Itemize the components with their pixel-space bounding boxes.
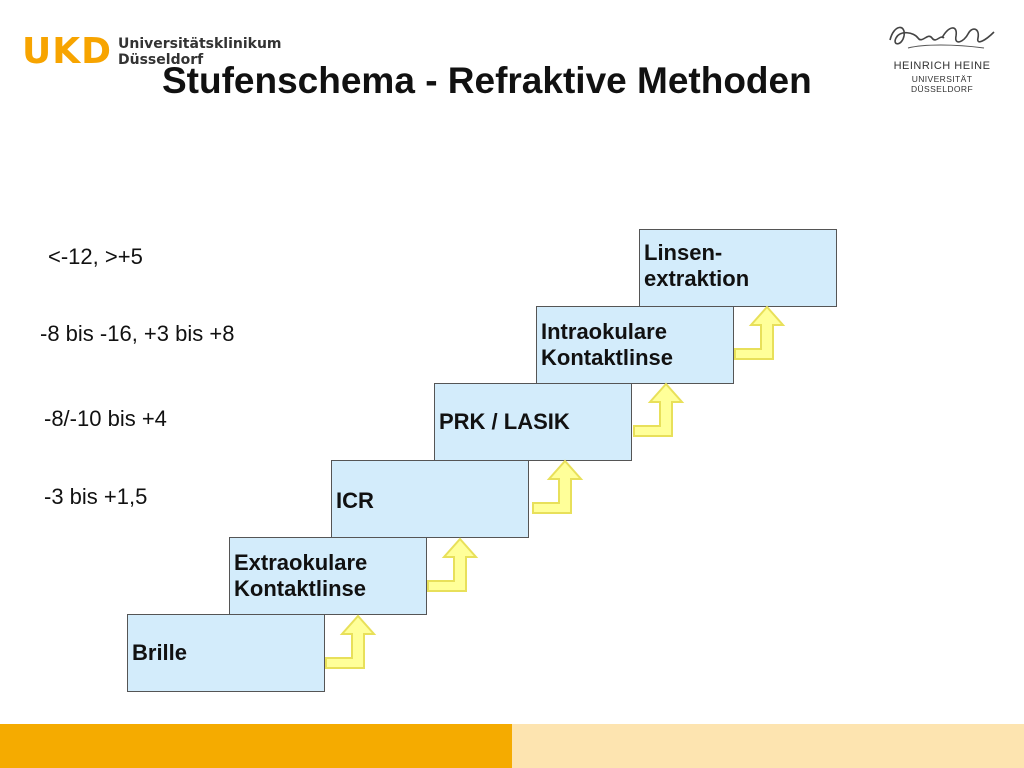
footer-bar-right [512, 724, 1024, 768]
ukd-logo-text: Universitätsklinikum Düsseldorf [118, 36, 282, 68]
step-up-arrow-icon [734, 305, 786, 360]
step-up-arrow-icon [532, 459, 584, 514]
step-label: Intraokulare Kontaktlinse [541, 319, 674, 370]
step-label: ICR [336, 488, 374, 513]
step-label: Linsen- extraktion [644, 240, 750, 291]
hhu-logo-line2: UNIVERSITÄT DÜSSELDORF [910, 74, 974, 94]
step-brille: Brille [127, 614, 325, 692]
step-label: Brille [132, 640, 188, 665]
step-label: PRK / LASIK [439, 409, 570, 434]
step-intraokulare-kontaktlinse: Intraokulare Kontaktlinse [536, 306, 734, 384]
ukd-logo-line1: Universitätsklinikum [118, 36, 282, 52]
step-up-arrow-icon [325, 614, 377, 669]
step-up-arrow-icon [427, 537, 479, 592]
range-label: -8/-10 bis +4 [44, 406, 167, 431]
step-icr: ICR [331, 460, 529, 538]
hhu-logo-line1: HEINRICH HEINE [893, 60, 991, 72]
footer-bar-left [0, 724, 512, 768]
range-label: -8 bis -16, +3 bis +8 [40, 321, 235, 346]
ukd-logo-line2: Düsseldorf [118, 52, 204, 68]
step-label: Extraokulare Kontaktlinse [234, 550, 368, 601]
step-extraokulare-kontaktlinse: Extraokulare Kontaktlinse [229, 537, 427, 615]
hhu-logo: HEINRICH HEINE UNIVERSITÄT DÜSSELDORF [884, 18, 1000, 94]
signature-icon [889, 26, 995, 49]
step-prk-lasik: PRK / LASIK [434, 383, 632, 461]
page-title: Stufenschema - Refraktive Methoden [162, 60, 812, 101]
step-linsenextraktion: Linsen- extraktion [639, 229, 837, 307]
range-label: <-12, >+5 [48, 244, 143, 269]
ukd-logo-mark: UKD [22, 31, 113, 72]
range-label: -3 bis +1,5 [44, 484, 148, 509]
ukd-logo: UKD Universitätsklinikum Düsseldorf [22, 34, 282, 70]
step-up-arrow-icon [633, 382, 685, 437]
